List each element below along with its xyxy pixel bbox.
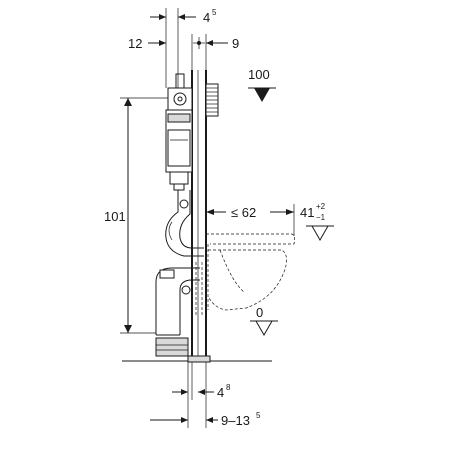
dim-depth-range-base: 9–13 xyxy=(221,413,250,428)
dim-top-offset: 4 5 xyxy=(150,8,217,88)
dim-bowl-height: 41 xyxy=(300,205,314,220)
dim-floor-level: 0 xyxy=(256,305,263,320)
dim-top-height: 100 xyxy=(248,67,270,82)
waste-pipe xyxy=(155,262,203,336)
cistern xyxy=(165,109,193,191)
dim-projection-label: ≤ 62 xyxy=(231,205,256,220)
dim-bowl-tol-minus: −1 xyxy=(316,213,326,222)
top-fitting xyxy=(166,73,193,111)
dim-side-offsets: 12 9 xyxy=(128,34,239,70)
level-marker-floor: 0 xyxy=(250,305,278,337)
level-marker-bowl: 41 +2 −1 xyxy=(300,202,334,242)
dim-depth-range-sup: 5 xyxy=(256,411,261,420)
dim-left-offset: 12 xyxy=(128,36,142,51)
dim-bottom-offset-base: 4 xyxy=(217,385,224,400)
flush-pipe xyxy=(165,190,204,257)
dim-projection: ≤ 62 xyxy=(206,203,295,236)
dim-top-offset-sup: 5 xyxy=(212,8,217,17)
dim-top-offset-base: 4 xyxy=(203,10,210,25)
dim-right-offset: 9 xyxy=(232,36,239,51)
dim-depth-range: 9–13 5 xyxy=(150,362,261,428)
level-marker-top: 100 xyxy=(248,67,276,102)
dim-frame-height-label: 101 xyxy=(104,209,126,224)
wc-bowl xyxy=(206,233,296,311)
dim-bottom-offset: 4 8 xyxy=(172,362,231,428)
dim-bottom-offset-sup: 8 xyxy=(226,383,231,392)
dim-bowl-tol-plus: +2 xyxy=(316,202,326,211)
mounting-plate xyxy=(205,83,219,117)
dim-frame-height: 101 xyxy=(104,97,168,334)
base-connector xyxy=(155,337,189,357)
